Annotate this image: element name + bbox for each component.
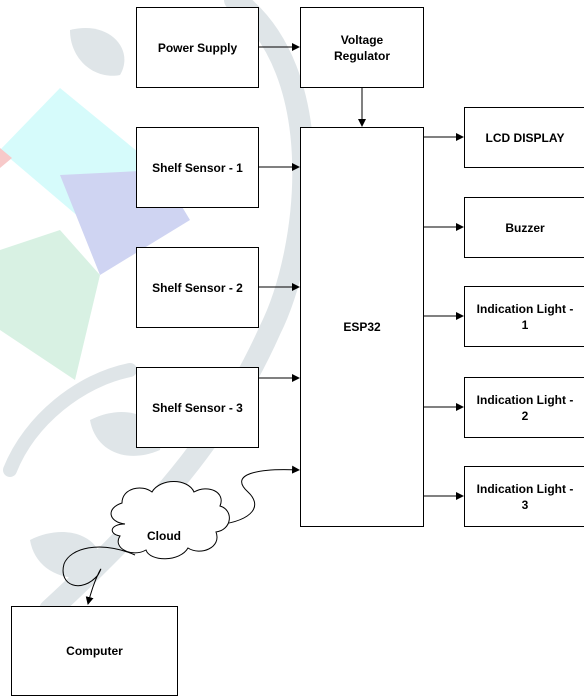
watermark-laurel-leaf-1 [70, 28, 124, 76]
indication-light-3-block: Indication Light - 3 [464, 466, 584, 527]
shelf-sensor-3-label: Shelf Sensor - 3 [152, 400, 243, 416]
indication-light-2-label-line2: 2 [522, 408, 529, 424]
shelf-sensor-3-block: Shelf Sensor - 3 [136, 367, 259, 448]
watermark-laurel-leaf-4 [30, 532, 102, 578]
shelf-sensor-1-label: Shelf Sensor - 1 [152, 160, 243, 176]
indication-light-1-label-line1: Indication Light - [477, 301, 574, 317]
esp32-label: ESP32 [343, 319, 380, 335]
cloud-label: Cloud [147, 529, 181, 543]
buzzer-block: Buzzer [464, 197, 584, 258]
buzzer-label: Buzzer [505, 220, 544, 236]
indication-light-3-label-line1: Indication Light - [477, 481, 574, 497]
computer-label: Computer [66, 643, 123, 659]
indication-light-2-block: Indication Light - 2 [464, 377, 584, 438]
indication-light-1-block: Indication Light - 1 [464, 286, 584, 347]
shelf-sensor-1-block: Shelf Sensor - 1 [136, 127, 259, 208]
cloud-shape [111, 482, 229, 559]
power-supply-block: Power Supply [136, 7, 259, 88]
indication-light-3-label-line2: 3 [522, 497, 529, 513]
voltage-regulator-block: Voltage Regulator [300, 7, 424, 88]
voltage-regulator-label-line2: Regulator [334, 48, 390, 64]
voltage-regulator-label-line1: Voltage [341, 32, 383, 48]
arrow-cloud-to-esp32 [218, 470, 299, 525]
shelf-sensor-2-label: Shelf Sensor - 2 [152, 280, 243, 296]
watermark-green-leaf [0, 230, 100, 380]
power-supply-label: Power Supply [158, 40, 237, 56]
indication-light-1-label-line2: 1 [522, 317, 529, 333]
indication-light-2-label-line1: Indication Light - [477, 392, 574, 408]
lcd-display-label: LCD DISPLAY [486, 130, 565, 146]
lcd-display-block: LCD DISPLAY [464, 107, 584, 168]
shelf-sensor-2-block: Shelf Sensor - 2 [136, 247, 259, 328]
esp32-block: ESP32 [300, 127, 424, 527]
